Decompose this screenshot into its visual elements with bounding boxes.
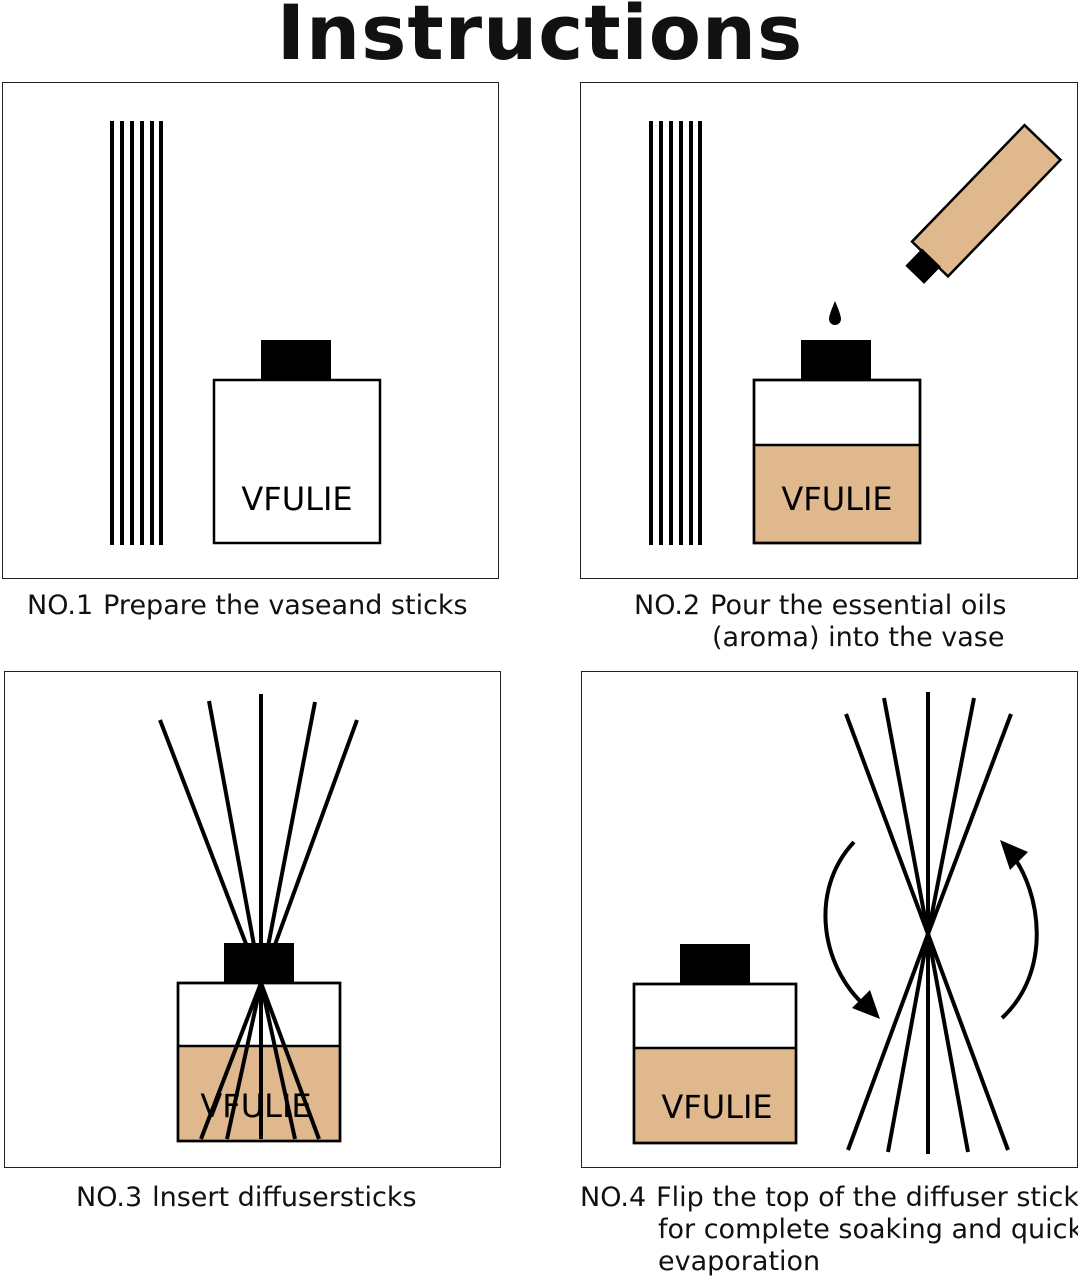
oil-fill <box>635 1048 795 1142</box>
step-number: NO.3 <box>76 1182 143 1213</box>
step-4-caption: NO.4 Flip the top of the diffuser stick f… <box>580 1182 1078 1278</box>
step-4-illustration: VFULIE <box>632 692 1039 1154</box>
oil-bottle <box>905 123 1063 284</box>
vase-body <box>212 378 382 545</box>
reed-sticks-inserted <box>158 694 359 1140</box>
oil-drop-icon <box>829 301 841 325</box>
step-text-continued: (aroma) into the vase <box>712 622 1005 653</box>
step-number: NO.1 <box>27 590 94 621</box>
step-3-caption: NO.3 lnsert diffusersticks <box>76 1182 417 1214</box>
step-text-continued: for complete soaking and quick <box>658 1214 1078 1245</box>
vase-cap <box>261 340 331 380</box>
flip-arrow-left-icon <box>823 840 880 1019</box>
step-1-caption: NO.1 Prepare the vaseand sticks <box>27 590 468 622</box>
step-2-illustration: VFULIE <box>649 121 1063 545</box>
vase-cap <box>680 944 750 984</box>
step-1-panel: VFULIE <box>2 82 499 579</box>
step-3-illustration: VFULIE <box>158 694 359 1143</box>
vase-brand-label: VFULIE <box>241 480 352 518</box>
step-text: Prepare the vaseand sticks <box>103 590 468 621</box>
vase: VFULIE <box>752 340 922 545</box>
step-2-caption: NO.2 Pour the essential oils (aroma) into… <box>634 590 1006 654</box>
vase-brand-label: VFULIE <box>661 1088 772 1126</box>
step-number: NO.2 <box>634 590 701 621</box>
step-text-continued-2: evaporation <box>658 1246 821 1277</box>
reed-sticks-bundle <box>110 121 163 545</box>
step-3-panel: VFULIE <box>4 671 501 1168</box>
oil-bottle-body <box>910 123 1063 279</box>
reed-sticks-crossed <box>844 692 1013 1154</box>
vase: VFULIE <box>632 944 798 1145</box>
step-text: lnsert diffusersticks <box>152 1182 417 1213</box>
step-2-panel: VFULIE <box>580 82 1078 579</box>
oil-fill <box>755 445 919 542</box>
reed-sticks-bundle <box>649 121 702 545</box>
step-number: NO.4 <box>580 1182 647 1213</box>
vase-brand-label: VFULIE <box>781 480 892 518</box>
vase-cap <box>801 340 871 380</box>
step-4-panel: VFULIE <box>581 671 1078 1168</box>
page-title: Instructions <box>276 0 804 77</box>
step-text: Flip the top of the diffuser stick <box>656 1182 1078 1213</box>
step-text: Pour the essential oils <box>710 590 1007 621</box>
flip-arrow-right-icon <box>1000 840 1039 1020</box>
oil-bottle-nozzle <box>905 248 941 284</box>
vase: VFULIE <box>212 340 382 545</box>
step-1-illustration: VFULIE <box>110 121 382 545</box>
